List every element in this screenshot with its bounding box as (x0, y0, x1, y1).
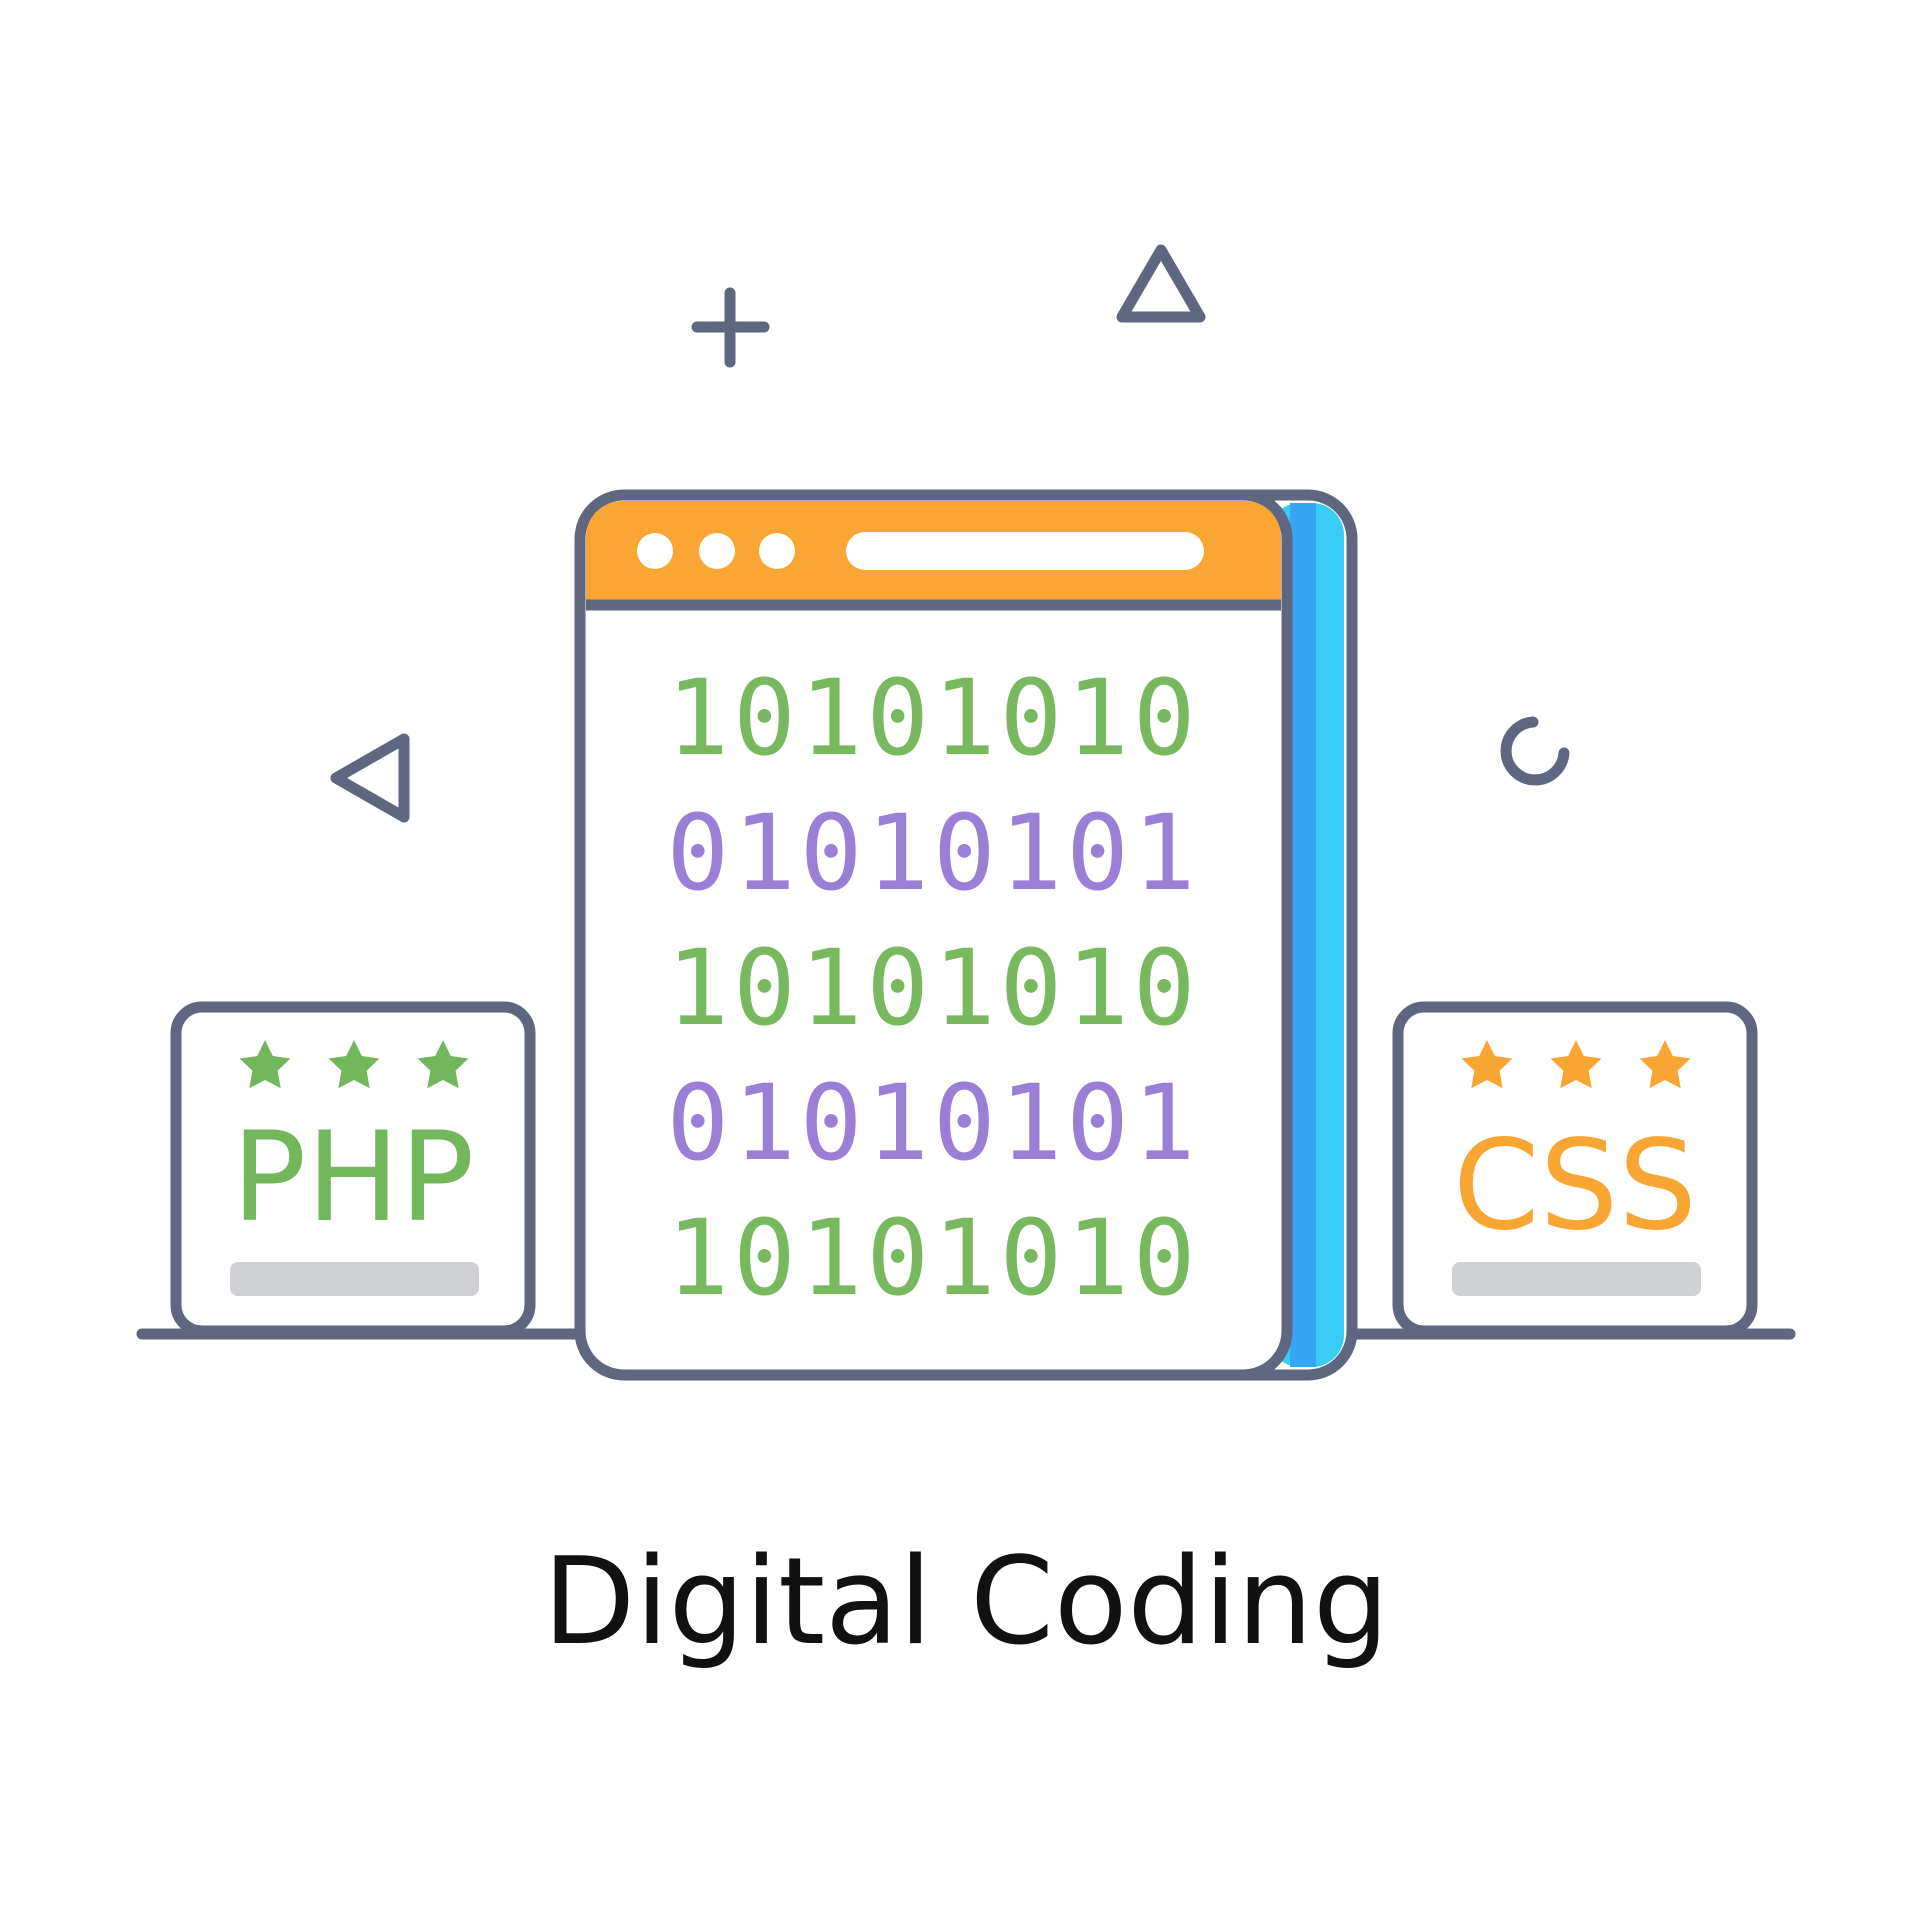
css-label: CSS (1453, 1114, 1697, 1258)
binary-code-block: 10101010 01010101 10101010 01010101 1010… (667, 657, 1200, 1319)
star-icon (1461, 1040, 1513, 1089)
code-window: 10101010 01010101 10101010 01010101 1010… (574, 489, 1358, 1381)
css-placeholder-bar (1452, 1262, 1701, 1296)
star-icon (239, 1040, 291, 1089)
window-dot (759, 533, 795, 569)
window-back-strip-dark (1290, 503, 1316, 1367)
css-card: CSS (1392, 1001, 1758, 1337)
star-icon (328, 1040, 380, 1089)
binary-row: 01010101 (667, 1062, 1200, 1184)
star-icon (1639, 1040, 1691, 1089)
binary-row: 01010101 (667, 792, 1200, 914)
star-icon (417, 1040, 469, 1089)
triangle-up-icon (1116, 244, 1206, 323)
php-placeholder-bar (230, 1262, 479, 1296)
php-label: PHP (232, 1106, 475, 1250)
css-rating-stars (1461, 1040, 1691, 1089)
binary-row: 10101010 (667, 1197, 1200, 1319)
php-card: PHP (170, 1001, 536, 1337)
illustration-caption: Digital Coding (543, 1533, 1389, 1672)
window-dot (637, 533, 673, 569)
window-dot (699, 533, 735, 569)
binary-row: 10101010 (667, 927, 1200, 1049)
ring-icon (1500, 716, 1570, 786)
triangle-left-icon (330, 733, 410, 823)
window-front-page (574, 489, 1293, 1381)
plus-icon (691, 287, 770, 368)
window-address-bar (846, 532, 1204, 570)
php-rating-stars (239, 1040, 469, 1089)
binary-row: 10101010 (667, 657, 1200, 779)
star-icon (1550, 1040, 1602, 1089)
